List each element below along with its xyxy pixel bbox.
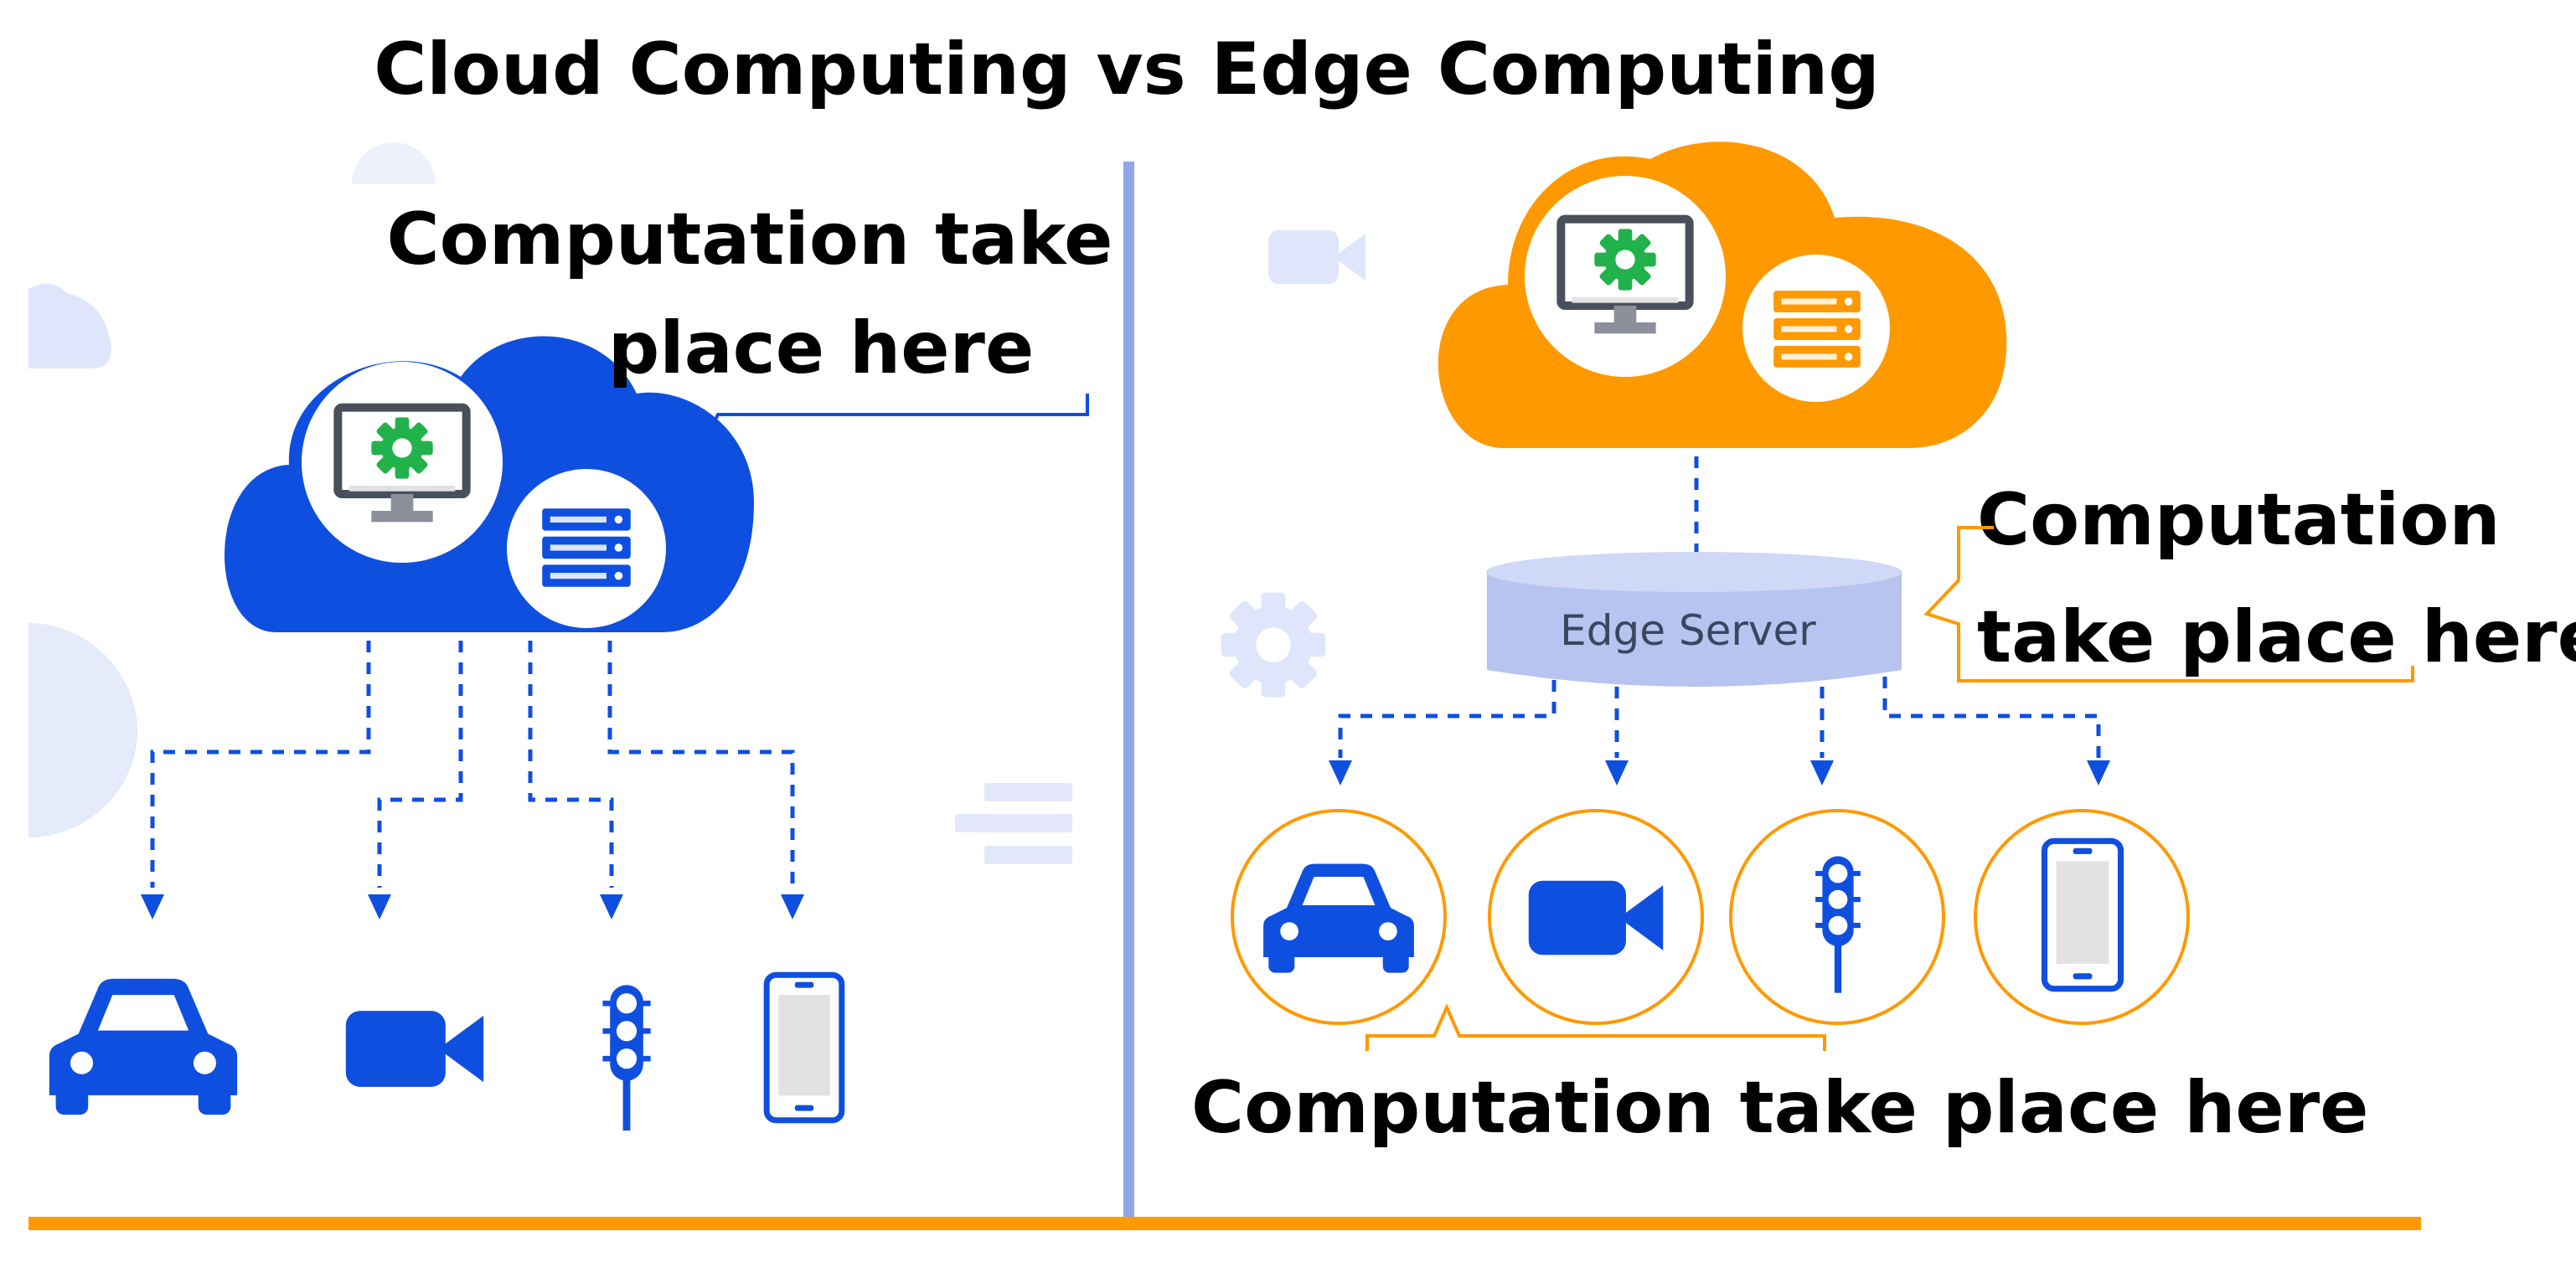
edge-server: Edge Server: [1486, 552, 1902, 687]
page-title: Cloud Computing vs Edge Computing: [374, 28, 1880, 111]
edge-arrowheads: [1329, 760, 2110, 786]
cloud-connectors: [150, 641, 795, 888]
server-rack-icon: [542, 508, 631, 587]
devices-callout-bracket: [1365, 1003, 1826, 1051]
server-callout-line1: Computation: [1977, 478, 2501, 562]
faint-gear-icon: [1221, 592, 1326, 698]
cloud-callout-line1: Computation take: [387, 198, 1113, 281]
edge-server-rack-icon: [1773, 291, 1861, 368]
smartphone-icon: [767, 975, 842, 1120]
faint-circle-decoration: [0, 623, 136, 837]
edge-server-label: Edge Server: [1560, 606, 1816, 655]
edge-smartphone-icon: [2044, 841, 2120, 988]
cloud-callout-bracket: [632, 394, 1089, 444]
cloud-callout-line2: place here: [608, 306, 1035, 390]
video-camera-icon: [345, 1011, 484, 1087]
bottom-rule: [28, 1217, 2421, 1230]
server-callout-bracket: [1923, 526, 2414, 683]
cloud-computing-panel: Computation take place here: [49, 198, 1113, 1131]
traffic-light-icon: [602, 985, 650, 1131]
cloud-arrowheads: [141, 894, 804, 919]
faint-bars-decoration: [955, 783, 1072, 864]
devices-callout-text: Computation take place here: [1191, 1066, 2368, 1150]
faint-camera-icon: [1268, 230, 1365, 284]
background-decorations: [0, 142, 1072, 864]
vertical-divider: [1123, 162, 1134, 1218]
server-callout-line2: take place here: [1977, 595, 2576, 679]
car-icon: [49, 978, 238, 1115]
edge-computing-panel: Edge Server Computation take place here: [1191, 142, 2576, 1150]
faint-cloud-decoration: [28, 283, 111, 368]
edge-connectors: [1338, 677, 2101, 758]
faint-gear-decoration-top: [352, 142, 436, 184]
